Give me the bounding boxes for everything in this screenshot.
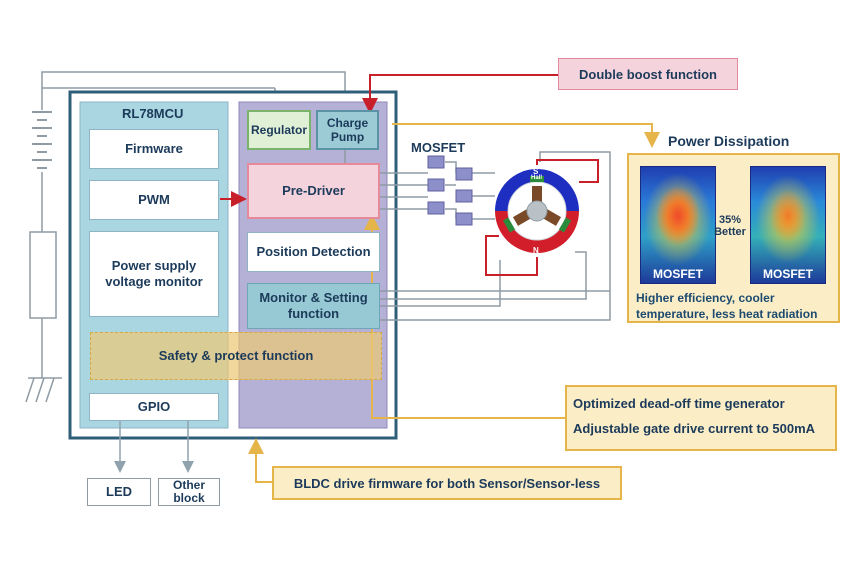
firmware-block: Firmware xyxy=(89,129,219,169)
charge-pump-block: Charge Pump xyxy=(316,110,379,150)
gold-connector-bldc xyxy=(248,438,272,483)
motor-pole-n: N xyxy=(533,246,539,255)
power-dissipation-desc: Higher efficiency, cooler temperature, l… xyxy=(636,290,817,322)
bldc-firmware-callout: BLDC drive firmware for both Sensor/Sens… xyxy=(272,466,622,500)
other-line1: Other xyxy=(172,478,205,493)
other-line2: block xyxy=(173,491,205,505)
motor-pole-s: S xyxy=(533,167,539,176)
bldc-motor xyxy=(485,159,599,276)
charge-pump-line1: Charge xyxy=(326,115,369,130)
mcu-title: RL78MCU xyxy=(122,106,184,121)
improvement-line1: 35% xyxy=(718,214,742,226)
power-dissipation-title: Power Dissipation xyxy=(668,133,790,149)
led-box: LED xyxy=(87,478,151,506)
monitor-setting-block: Monitor & Setting function xyxy=(247,283,380,329)
desc-line2: temperature, less heat radiation xyxy=(636,307,818,322)
regulator-block: Regulator xyxy=(247,110,311,150)
ground-symbol xyxy=(25,377,62,403)
thermal-caption-before: MOSFET xyxy=(653,267,703,281)
pre-driver-block: Pre-Driver xyxy=(247,163,380,219)
mosfet-wiring xyxy=(380,151,611,321)
power-monitor-line1: Power supply xyxy=(111,258,197,274)
battery-symbol xyxy=(32,111,52,169)
thermal-image-after: MOSFET xyxy=(750,166,826,284)
monitor-line2: function xyxy=(287,306,340,321)
thermal-image-before: MOSFET xyxy=(640,166,716,284)
improvement-percent: 35% Better xyxy=(712,214,748,238)
motor-hall-label: Hall xyxy=(531,175,543,181)
double-boost-arrow xyxy=(362,74,558,114)
thermal-caption-after: MOSFET xyxy=(763,267,813,281)
monitor-line1: Monitor & Setting xyxy=(259,290,368,306)
pwm-block: PWM xyxy=(89,180,219,220)
mosfet-array xyxy=(427,155,473,226)
charge-pump-line2: Pump xyxy=(330,130,365,144)
position-detection-block: Position Detection xyxy=(247,232,380,272)
dead-off-text: Optimized dead-off time generator xyxy=(573,396,785,411)
power-monitor-line2: voltage monitor xyxy=(105,274,203,289)
improvement-line2: Better xyxy=(714,226,746,239)
mosfet-label: MOSFET xyxy=(411,140,466,155)
safety-protect-block: Safety & protect function xyxy=(90,332,382,380)
gate-drive-callout: Optimized dead-off time generator Adjust… xyxy=(565,385,837,451)
other-block-box: Other block xyxy=(158,478,220,506)
gate-drive-text: Adjustable gate drive current to 500mA xyxy=(573,421,816,436)
double-boost-callout: Double boost function xyxy=(558,58,738,90)
power-monitor-block: Power supply voltage monitor xyxy=(89,231,219,317)
gold-connector-top xyxy=(392,123,660,148)
resistor-symbol xyxy=(29,231,57,319)
gpio-block: GPIO xyxy=(89,393,219,421)
desc-line1: Higher efficiency, cooler xyxy=(636,291,775,305)
